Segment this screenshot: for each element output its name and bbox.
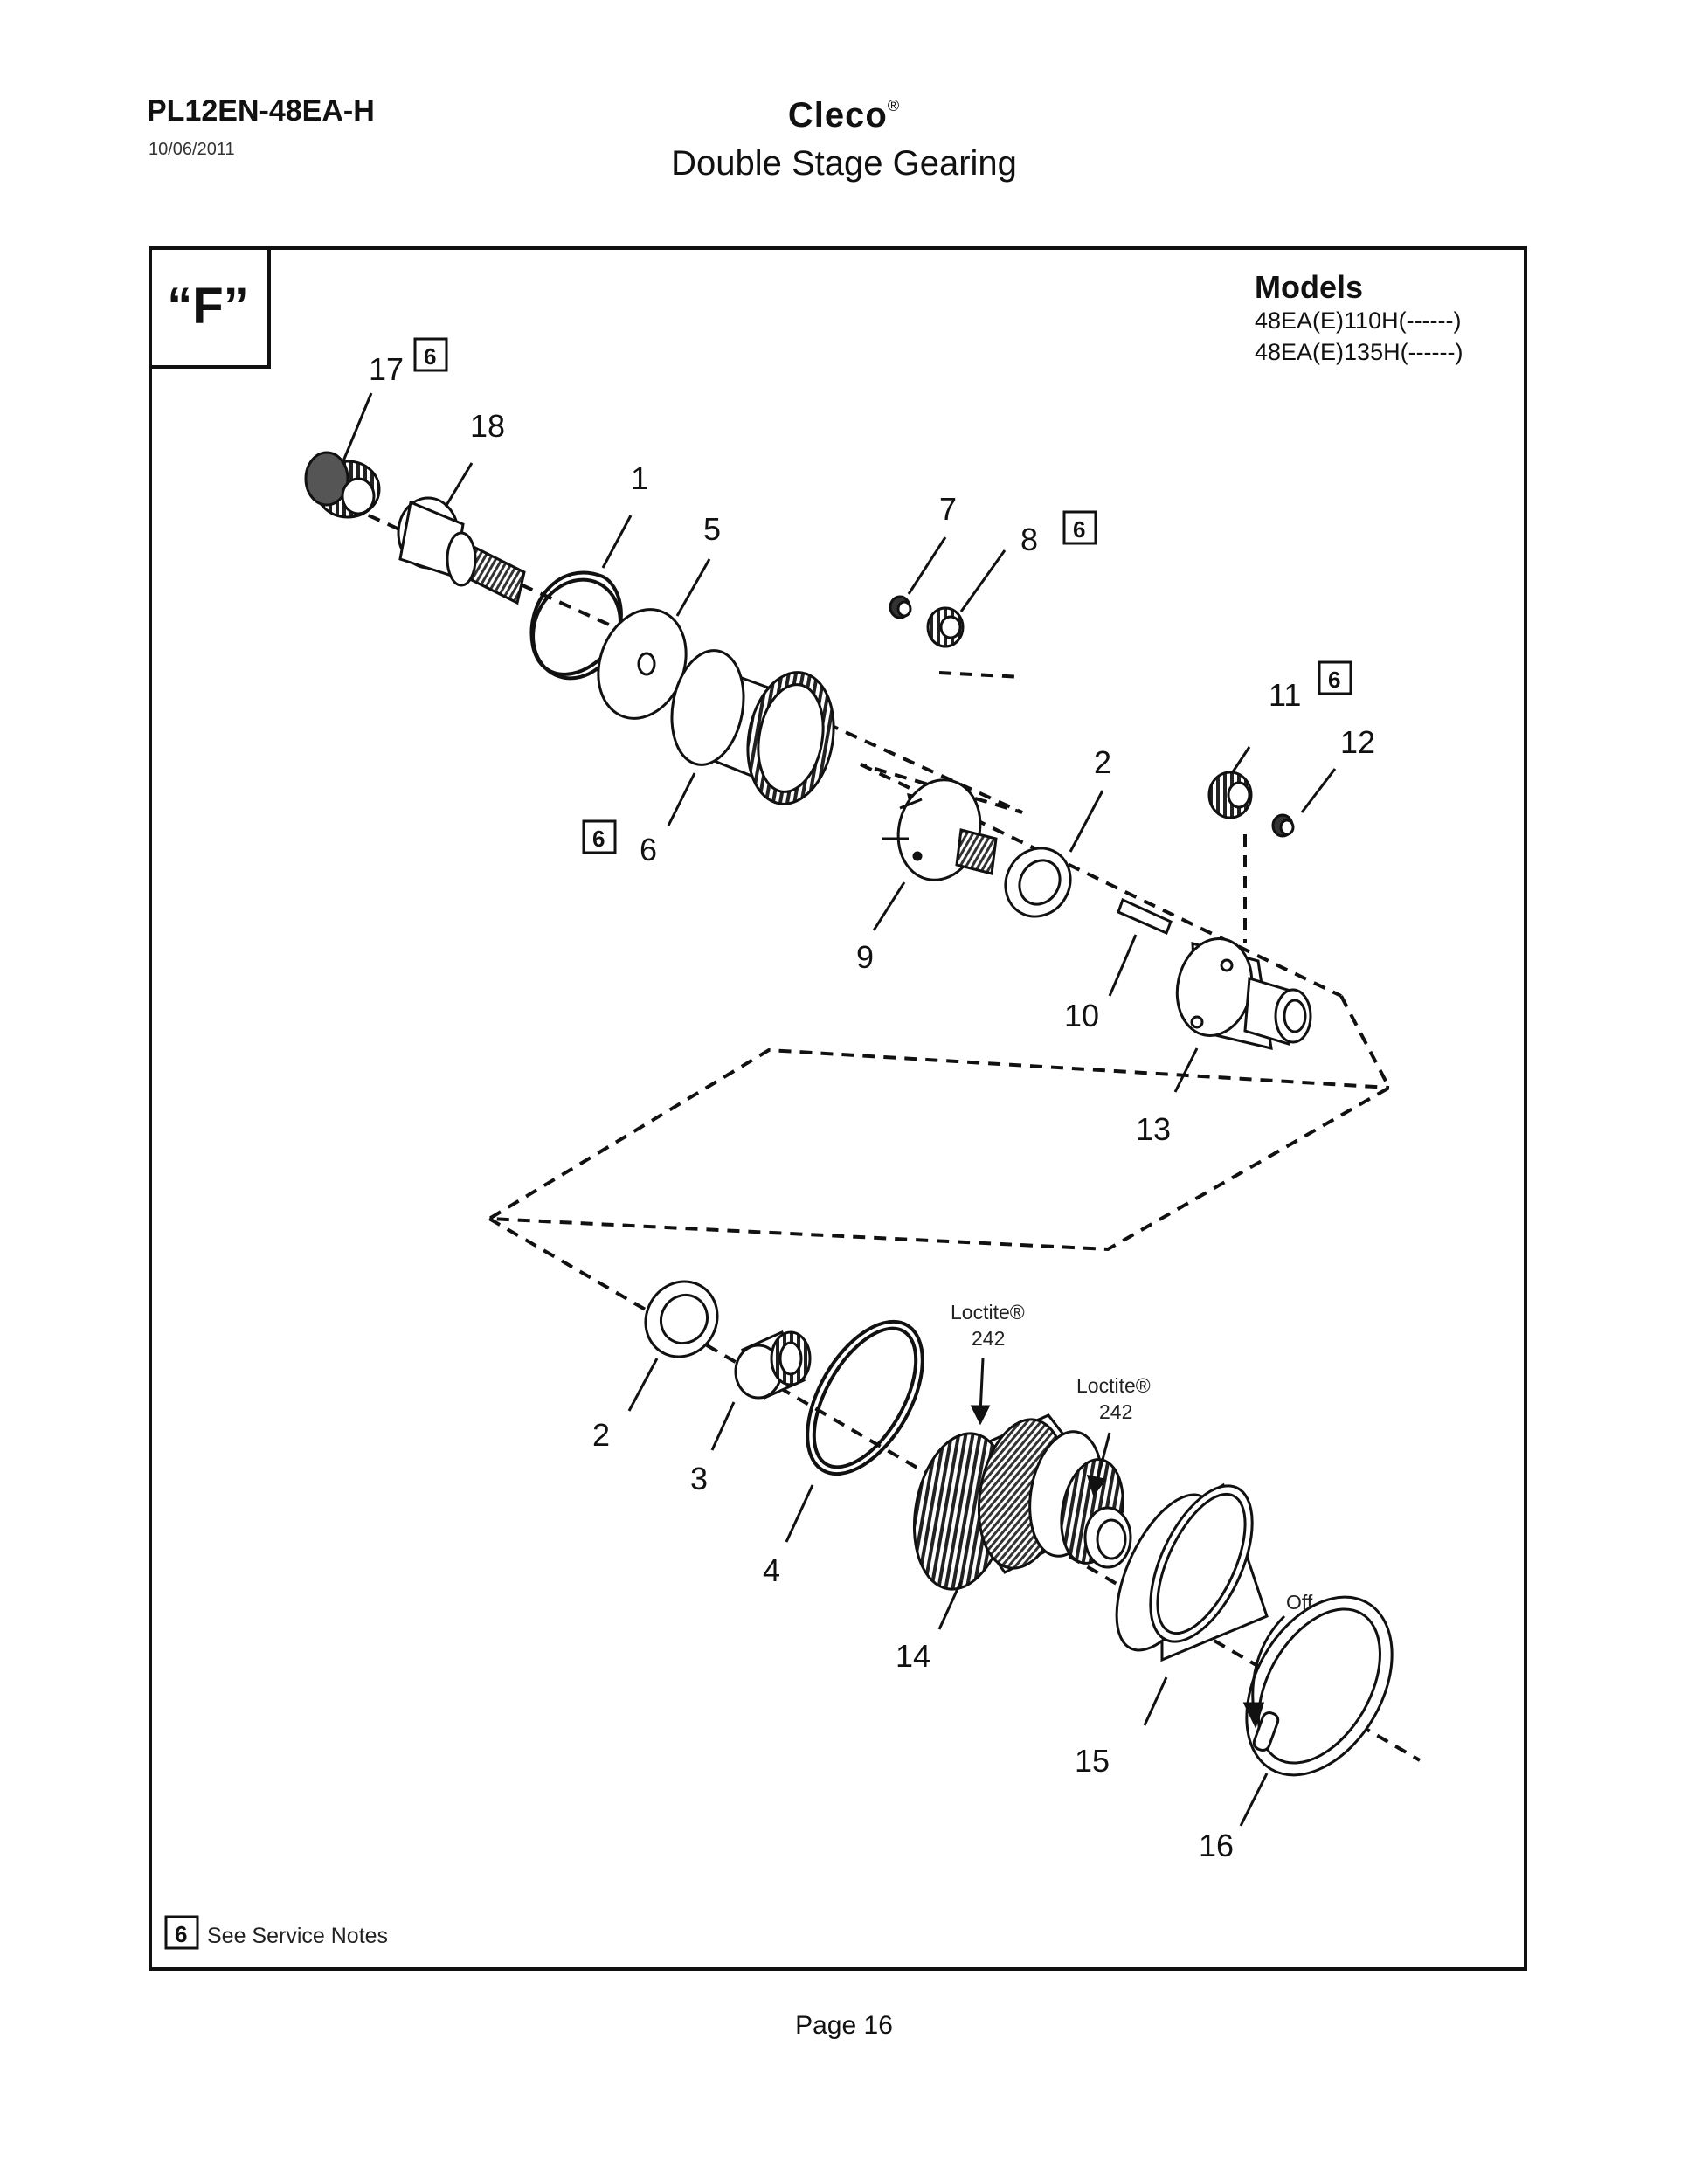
part-7-pin [889,595,912,619]
part-3-needle-bearing [734,1330,812,1400]
callout-3: 3 [690,1461,708,1496]
callout-17: 17 [369,351,404,387]
registered-mark: ® [887,97,901,114]
part-18-drive-shaft [397,496,526,605]
brand-logo: Cleco® [0,96,1688,135]
callout-12: 12 [1340,724,1375,760]
legend-text: See Service Notes [207,1924,389,1948]
callout-15: 15 [1075,1743,1110,1779]
part-13-output-carrier [1175,937,1312,1050]
brand-name: Cleco [787,96,888,135]
svg-text:6: 6 [592,826,605,852]
callout-4: 4 [763,1552,780,1588]
part-6-ring-gear [670,649,835,805]
document-date: 10/06/2011 [149,140,235,159]
loctite-note-2-line1: Loctite® [1076,1374,1151,1397]
part-2-washer-upper [1004,847,1072,918]
callout-7: 7 [939,491,957,527]
callout-leader-lines [341,392,1337,1827]
callout-2-lower: 2 [592,1417,610,1453]
assembly-axis-lines [349,505,1422,1762]
loctite-note-2-line2: 242 [1099,1400,1132,1423]
svg-text:6: 6 [175,1921,187,1947]
part-16-retaining-nut [1245,1595,1394,1777]
document-id: PL12EN-48EA-H [147,94,375,128]
model-item: 48EA(E)135H(------) [1255,339,1463,365]
callout-13: 13 [1136,1111,1171,1147]
legend-marker: 6 [164,1915,199,1950]
callout-2-upper: 2 [1094,744,1111,780]
part-12-pin [1271,813,1295,838]
callout-14: 14 [896,1638,930,1674]
loctite-note-1-line2: 242 [972,1327,1005,1350]
part-15-sleeve [1115,1482,1269,1662]
view-label: “F” [149,246,271,369]
part-9-planet-carrier [882,778,998,881]
part-10-pin [1117,897,1173,936]
loctite-note-1-line1: Loctite® [951,1301,1025,1324]
models-heading: Models [1255,269,1364,305]
service-note-marker: 6 [582,819,617,854]
callout-9: 9 [856,939,874,975]
callout-11: 11 [1269,677,1301,713]
part-8-planet-gear [926,606,965,648]
svg-text:6: 6 [1328,667,1340,693]
callout-18: 18 [470,408,505,444]
part-4-o-ring [806,1319,924,1476]
callout-5: 5 [703,511,721,547]
off-rotation-arrow-icon [1242,1614,1286,1730]
part-2-washer-lower [644,1280,719,1358]
part-14-gear-housing [912,1413,1132,1591]
service-note-marker: 6 [1318,660,1352,695]
callout-8: 8 [1020,522,1038,557]
loctite-arrows [970,1358,1111,1497]
off-label: Off [1286,1591,1313,1614]
page-number: Page 16 [795,2011,893,2040]
service-note-marker: 6 [1062,510,1097,545]
page-title: Double Stage Gearing [671,144,1017,183]
callout-6: 6 [640,832,657,867]
callout-10: 10 [1064,998,1099,1033]
svg-text:6: 6 [424,343,436,370]
diagram-frame [149,246,1527,1971]
part-11-planet-gear [1207,771,1253,819]
svg-text:6: 6 [1073,516,1085,543]
model-item: 48EA(E)110H(------) [1255,308,1462,334]
part-17-spline-coupling [304,451,381,519]
callout-16: 16 [1199,1828,1234,1863]
service-note-marker: 6 [413,337,448,372]
callout-1: 1 [631,460,648,496]
